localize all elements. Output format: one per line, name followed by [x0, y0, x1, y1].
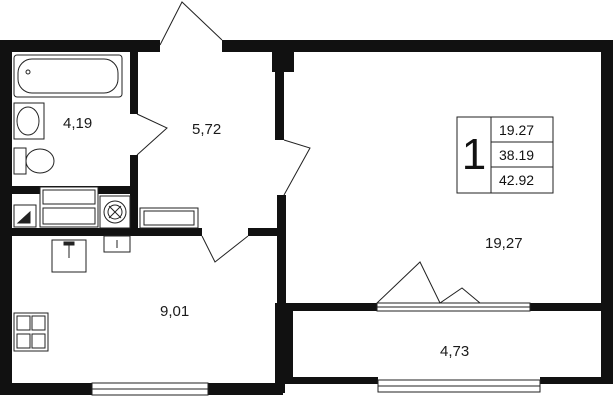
bathroom-door — [136, 113, 168, 156]
hall-fixtures — [13, 186, 199, 229]
rooms-count: 1 — [461, 130, 487, 179]
kitchen-sink — [51, 239, 87, 273]
bathroom-fixtures — [13, 54, 123, 175]
entrance-door — [159, 1, 223, 46]
doors — [136, 1, 481, 304]
info-box-lines — [456, 116, 554, 194]
living-area-value: 19.27 — [499, 121, 535, 138]
room-area-balcony: 4,73 — [440, 343, 470, 360]
windows — [91, 302, 541, 396]
room-area-bathroom: 4,19 — [63, 115, 93, 132]
room-area-living: 19,27 — [485, 235, 523, 252]
toilet — [13, 147, 27, 175]
area-summary-box: 1 19.27 38.19 42.92 — [457, 117, 553, 193]
total-area-with-balcony-value: 42.92 — [499, 171, 535, 188]
room-area-hall: 5,72 — [192, 121, 222, 138]
room-area-kitchen: 9,01 — [160, 303, 190, 320]
living-door — [283, 139, 311, 196]
total-area-value: 38.19 — [499, 146, 535, 163]
stove — [13, 312, 49, 352]
sink — [13, 102, 45, 140]
walls — [0, 40, 613, 395]
kitchen-counter — [103, 235, 131, 253]
kitchen-fixtures — [13, 235, 131, 352]
bathtub — [13, 54, 123, 98]
balcony-door — [376, 261, 481, 304]
kitchen-door — [201, 235, 249, 263]
